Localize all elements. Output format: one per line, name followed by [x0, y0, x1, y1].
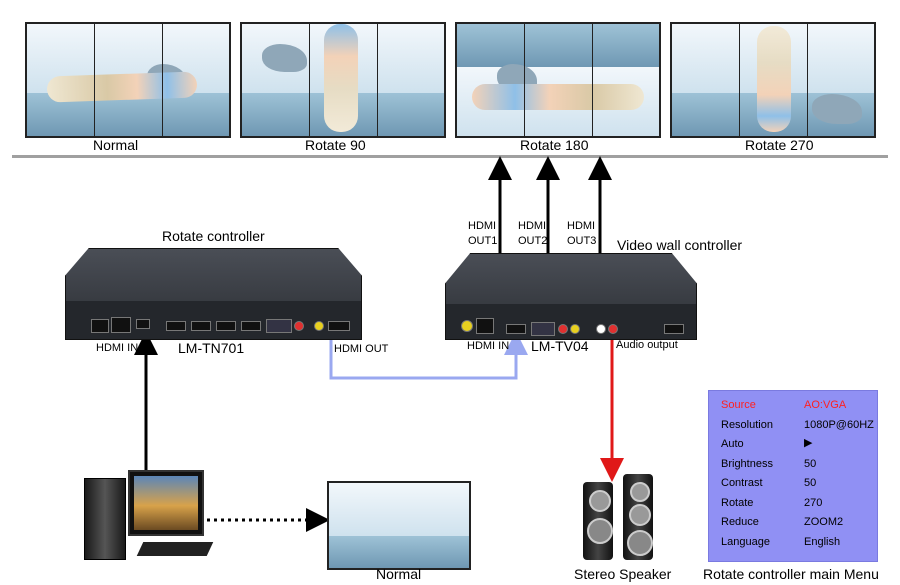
wall-rotate-90	[240, 22, 446, 138]
menu-val-brightness: 50	[804, 458, 817, 470]
rotate-controller-hdmi-out: HDMI OUT	[334, 343, 389, 355]
hdmi-out1-label-l2: OUT1	[468, 235, 498, 247]
wall-rotate-270	[670, 22, 876, 138]
wall-label-rotate-270: Rotate 270	[745, 137, 814, 153]
rotate-controller-menu: Source AO:VGA Resolution 1080P@60HZ Auto…	[708, 390, 878, 562]
bottom-monitor-label: Normal	[376, 566, 422, 582]
menu-val-language: English	[804, 536, 841, 548]
menu-key-reduce: Reduce	[721, 516, 759, 528]
video-wall-controller-hdmi-in: HDMI IN	[467, 340, 510, 352]
video-wall-controller-device	[445, 253, 697, 340]
wall-label-rotate-90: Rotate 90	[305, 137, 366, 153]
divider	[12, 155, 888, 158]
wall-label-rotate-180: Rotate 180	[520, 137, 589, 153]
menu-val-rotate: 270	[804, 497, 823, 509]
hdmi-link	[329, 331, 528, 380]
menu-key-source: Source	[721, 399, 756, 411]
menu-val-reduce: ZOOM2	[804, 516, 844, 528]
menu-caption: Rotate controller main Menu	[703, 566, 879, 582]
menu-val-auto: ▶	[804, 437, 813, 449]
video-wall-controller-title: Video wall controller	[617, 237, 743, 253]
wall-figure	[757, 26, 791, 132]
wall-figure	[324, 24, 358, 132]
audio-output-label: Audio output	[616, 339, 678, 351]
menu-key-rotate: Rotate	[721, 497, 754, 509]
hdmi-out3-label-l2: OUT3	[567, 235, 597, 247]
keyboard-icon	[136, 542, 214, 556]
speaker-left-icon	[583, 482, 613, 560]
wall-normal	[25, 22, 231, 138]
hdmi-out2-label-l2: OUT2	[518, 235, 548, 247]
bottom-monitor	[327, 481, 471, 570]
menu-val-contrast: 50	[804, 477, 817, 489]
menu-val-resolution: 1080P@60HZ	[804, 419, 874, 431]
menu-val-source: AO:VGA	[804, 399, 847, 411]
speaker-right-icon	[623, 474, 653, 560]
menu-key-brightness: Brightness	[721, 458, 773, 470]
rotate-controller-hdmi-in: HDMI IN	[96, 342, 139, 354]
rotate-controller-model: LM-TN701	[178, 340, 245, 356]
menu-key-resolution: Resolution	[721, 419, 773, 431]
hdmi-out1-label-l1: HDMI	[468, 220, 497, 232]
hdmi-out2-label-l1: HDMI	[518, 220, 547, 232]
menu-key-contrast: Contrast	[721, 477, 763, 489]
rotate-controller-device	[65, 248, 362, 340]
video-wall-controller-model: LM-TV04	[531, 338, 589, 354]
menu-key-auto: Auto	[721, 438, 744, 450]
pc-monitor-icon	[128, 470, 204, 536]
pc-tower-icon	[84, 478, 126, 560]
rotate-controller-title: Rotate controller	[162, 228, 265, 244]
hdmi-out3-label-l1: HDMI	[567, 220, 596, 232]
wall-label-normal: Normal	[93, 137, 139, 153]
speaker-label: Stereo Speaker	[574, 566, 672, 582]
menu-key-language: Language	[721, 536, 770, 548]
wall-figure	[472, 84, 644, 110]
wall-rotate-180	[455, 22, 661, 138]
